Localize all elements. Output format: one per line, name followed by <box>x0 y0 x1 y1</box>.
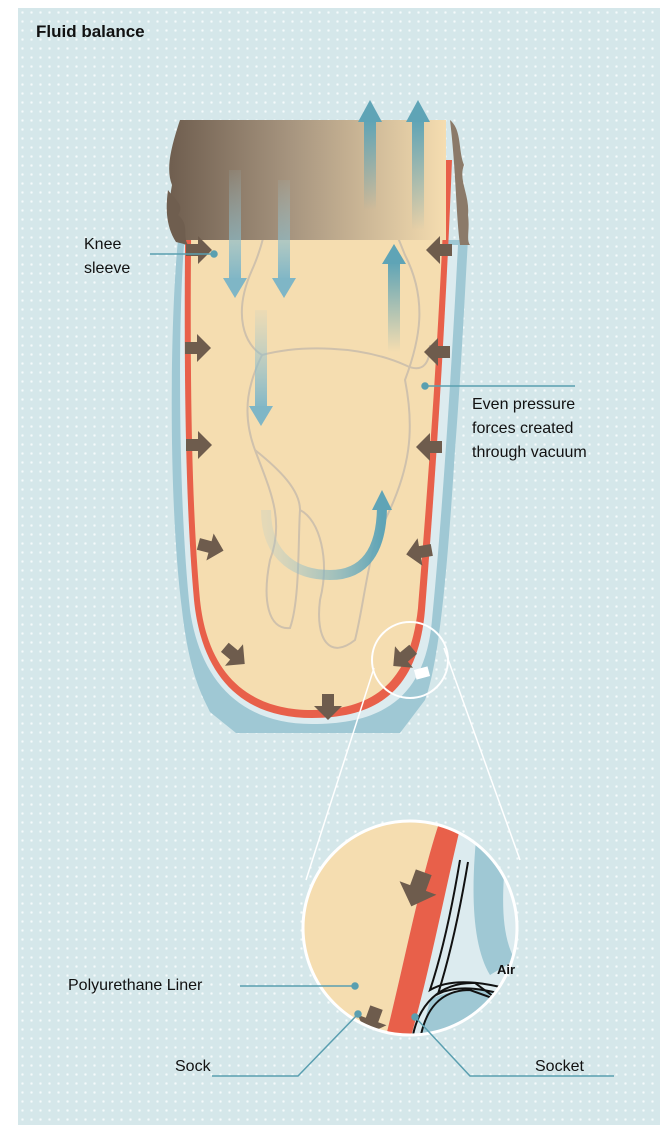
pressure-label-line3: through vacuum <box>472 442 587 464</box>
knee-sleeve <box>169 120 446 240</box>
socket-label: Socket <box>535 1056 584 1078</box>
liner-label: Polyurethane Liner <box>68 975 202 997</box>
knee-sleeve-label-line1: Knee <box>84 234 121 256</box>
knee-sleeve-label-line2: sleeve <box>84 258 130 280</box>
pressure-label-line1: Even pressure <box>472 394 575 416</box>
air-label: Air <box>497 959 515 981</box>
sock-label: Sock <box>175 1056 211 1078</box>
pressure-label-line2: forces created <box>472 418 573 440</box>
